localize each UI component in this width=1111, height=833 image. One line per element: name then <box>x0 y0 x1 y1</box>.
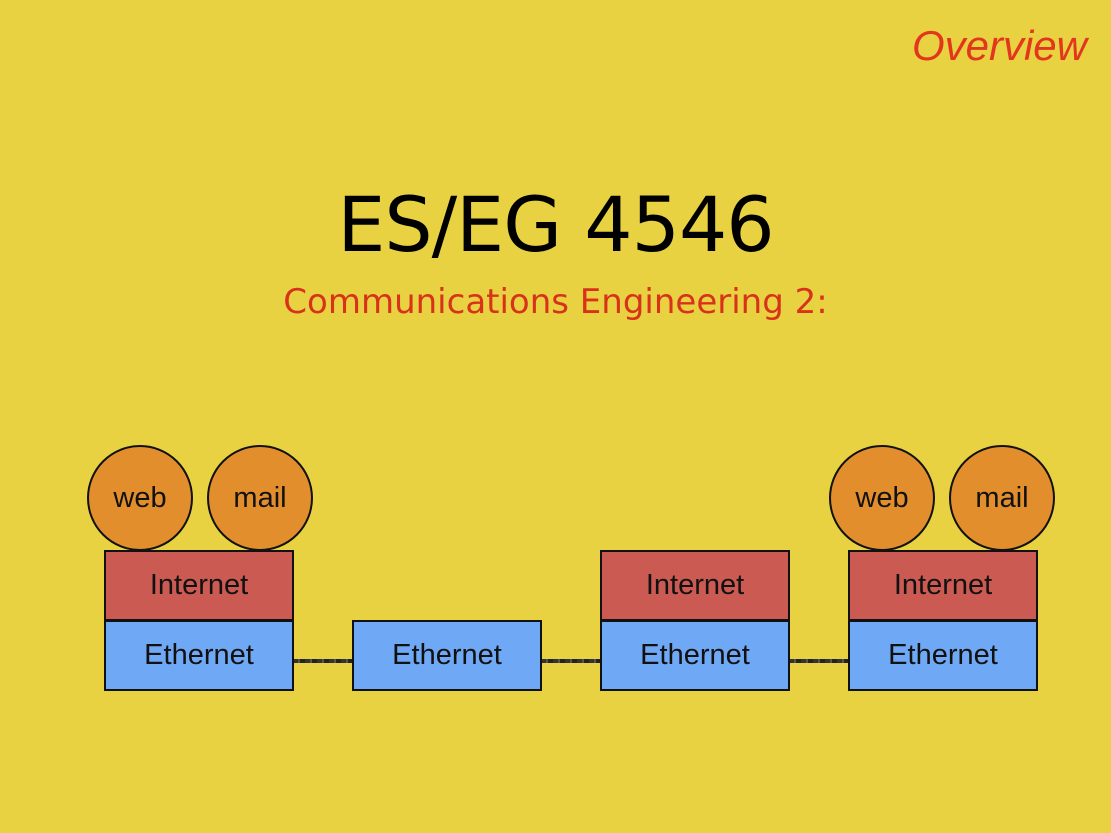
link-3-4 <box>789 659 848 663</box>
slide-title: ES/EG 4546 <box>337 180 774 269</box>
layer-internet-host-4: Internet <box>848 550 1038 621</box>
link-2-3 <box>541 659 600 663</box>
app-web-host-4: web <box>829 445 935 551</box>
link-1-2 <box>293 659 352 663</box>
section-label: Overview <box>911 22 1087 69</box>
layer-internet-host-1: Internet <box>104 550 294 621</box>
app-mail-host-4: mail <box>949 445 1055 551</box>
layer-ethernet-host-3: Ethernet <box>600 620 790 691</box>
layer-internet-host-3: Internet <box>600 550 790 621</box>
layer-ethernet-host-1: Ethernet <box>104 620 294 691</box>
slide-subtitle: Communications Engineering 2: <box>283 282 828 322</box>
layer-ethernet-host-2: Ethernet <box>352 620 542 691</box>
layer-ethernet-host-4: Ethernet <box>848 620 1038 691</box>
app-web-host-1: web <box>87 445 193 551</box>
app-mail-host-1: mail <box>207 445 313 551</box>
